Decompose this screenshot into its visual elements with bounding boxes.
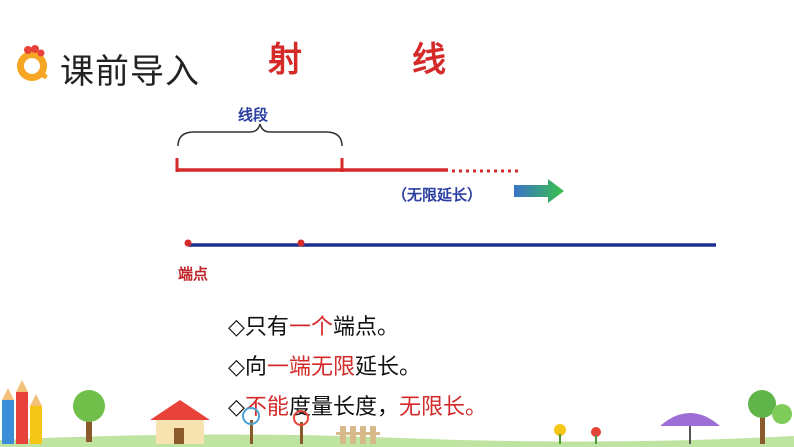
property-item: ◇只有一个端点。 — [228, 315, 399, 340]
pencils-icon — [2, 380, 42, 444]
endpoint-label: 端点 — [178, 265, 209, 283]
diamond-bullet-icon: ◇ — [228, 315, 245, 340]
header-title: 课前导入 — [60, 52, 200, 92]
ray-properties-list: ◇只有一个端点。 ◇向一端无限延长。 ◇不能度量长度，无限长。 — [228, 308, 487, 428]
plants-icon — [554, 424, 601, 444]
infinite-extension-label: （无限延长） — [392, 186, 483, 204]
property-item: ◇向一端无限延长。 — [228, 355, 421, 380]
segment-brace — [177, 123, 343, 147]
point-dot — [297, 239, 305, 247]
tree-icon — [73, 390, 105, 442]
palm-tree-icon — [748, 390, 792, 444]
house-icon — [150, 400, 210, 444]
extend-arrow-icon — [514, 179, 564, 203]
ray-diagram — [175, 123, 716, 247]
segment-label: 线段 — [238, 106, 269, 124]
slide-title-part2: 线 — [412, 40, 446, 80]
diamond-bullet-icon: ◇ — [228, 395, 245, 420]
umbrella-icon — [660, 413, 720, 444]
property-item: ◇不能度量长度，无限长。 — [228, 395, 487, 420]
fence-icon — [336, 426, 380, 444]
lesson-q-icon — [14, 44, 54, 84]
slide-title-part1: 射 — [268, 40, 302, 80]
swirl-tree-icon — [242, 407, 309, 444]
decorative-scenery — [0, 380, 794, 447]
diamond-bullet-icon: ◇ — [228, 355, 245, 380]
endpoint-dot — [184, 239, 192, 247]
